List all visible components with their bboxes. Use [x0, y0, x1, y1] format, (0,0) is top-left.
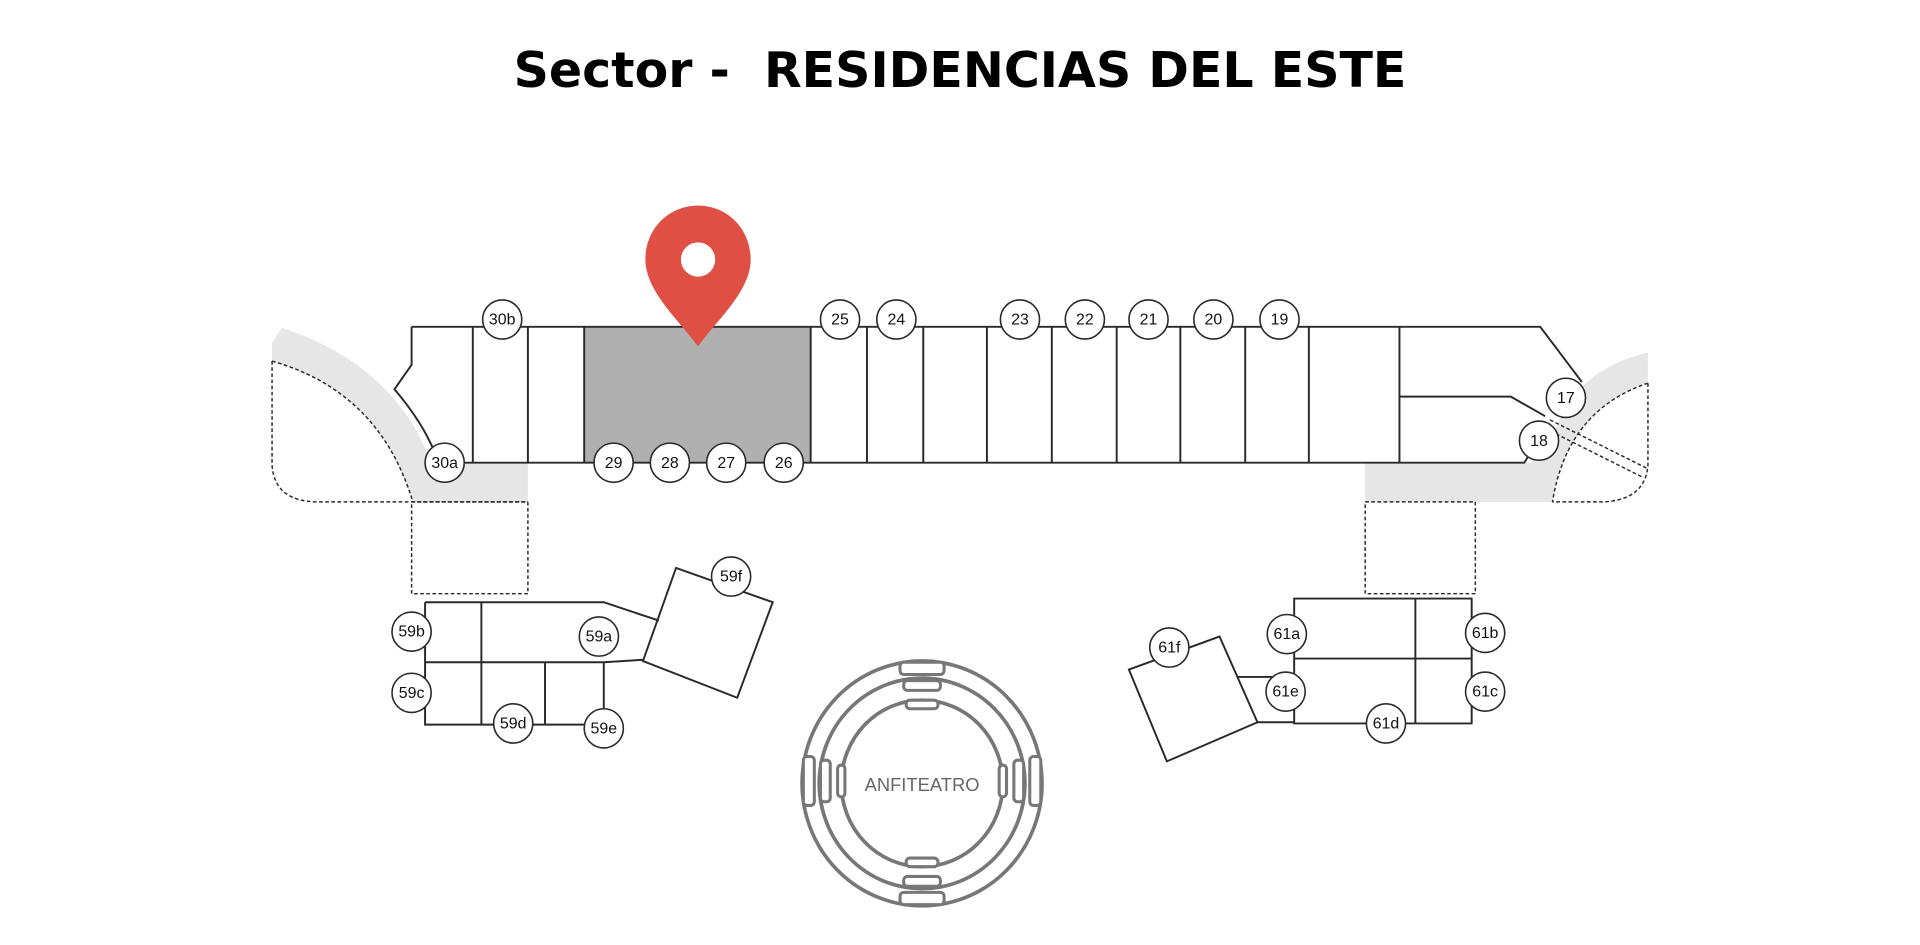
lot-marker-59e[interactable]: 59e [583, 707, 625, 749]
lot-marker-59f[interactable]: 59f [710, 556, 752, 597]
lot-number: 59c [399, 685, 425, 702]
amphitheater-label: ANFITEATRO [865, 774, 980, 795]
lot-marker-circle [819, 299, 861, 340]
lot-number: 18 [1530, 433, 1548, 450]
lot-marker-circle [875, 299, 917, 340]
lot-marker-23[interactable]: 23 [999, 299, 1041, 340]
lot-marker-27[interactable]: 27 [705, 442, 747, 484]
lot-marker-circle [1193, 299, 1234, 340]
lot-marker-circle [492, 703, 534, 744]
lot-number: 29 [605, 455, 623, 472]
lot-marker-circle [1464, 671, 1506, 712]
lot-marker-circle [649, 442, 691, 484]
lot-marker-circle [391, 611, 432, 653]
lot-marker-circle [1464, 612, 1506, 654]
lot-number: 19 [1271, 312, 1289, 329]
lot-number: 26 [775, 455, 793, 472]
lot-marker-29[interactable]: 29 [593, 442, 634, 484]
lot-number: 61e [1272, 684, 1299, 701]
page-title: Sector - RESIDENCIAS DEL ESTE [513, 42, 1407, 99]
lot-marker-17[interactable]: 17 [1545, 377, 1587, 419]
lot-marker-30b[interactable]: 30b [481, 299, 523, 340]
lot-marker-61b[interactable]: 61b [1464, 612, 1506, 654]
lot-marker-59d[interactable]: 59d [492, 703, 534, 744]
lot-number: 23 [1011, 312, 1029, 329]
lot-marker-59b[interactable]: 59b [391, 611, 432, 653]
lot-marker-circle [1128, 299, 1169, 340]
lot-marker-circle [1064, 299, 1106, 340]
lot-marker-59a[interactable]: 59a [578, 616, 620, 657]
lot-marker-circle [705, 442, 747, 484]
walkway-left [271, 328, 529, 595]
lot-marker-61d[interactable]: 61d [1365, 703, 1407, 744]
lot-number: 61d [1373, 716, 1400, 733]
walkway-right [1364, 352, 1649, 595]
lot-number: 27 [717, 455, 735, 472]
lot-number: 20 [1205, 312, 1223, 329]
lot-marker-30a[interactable]: 30a [424, 442, 466, 484]
lot-marker-circle [424, 442, 466, 484]
lot-number: 59e [591, 720, 618, 737]
selected-lot-highlight[interactable] [584, 326, 811, 463]
map-pin-icon [645, 205, 751, 347]
lot-marker-61a[interactable]: 61a [1266, 613, 1308, 655]
lot-number: 21 [1140, 312, 1158, 329]
lot-marker-circle [999, 299, 1041, 340]
lot-marker-circle [1365, 703, 1407, 744]
lot-marker-circle [1545, 377, 1587, 419]
lot-marker-circle [1518, 420, 1560, 462]
lot-marker-circle [391, 672, 432, 714]
lot-marker-circle [578, 616, 620, 657]
lot-marker-61f[interactable]: 61f [1148, 627, 1190, 668]
lot-number: 61f [1158, 640, 1181, 657]
lot-marker-circle [583, 707, 625, 749]
lot-marker-circle [1259, 299, 1300, 340]
lots-strip [393, 325, 1583, 464]
lot-marker-28[interactable]: 28 [649, 442, 691, 484]
lot-marker-circle [1265, 671, 1306, 712]
lot-number: 30b [489, 312, 516, 329]
lot-number: 22 [1076, 312, 1094, 329]
lot-number: 61a [1274, 626, 1301, 643]
lot-marker-21[interactable]: 21 [1128, 299, 1169, 340]
lot-number: 28 [661, 455, 679, 472]
lot-marker-circle [1266, 613, 1308, 655]
lot-marker-61c[interactable]: 61c [1464, 671, 1506, 712]
amphitheater[interactable]: ANFITEATRO [800, 659, 1044, 908]
lot-number: 30a [431, 455, 458, 472]
lot-number: 24 [887, 312, 905, 329]
lot-marker-circle [481, 299, 523, 340]
lot-number: 59d [500, 716, 527, 733]
lot-marker-20[interactable]: 20 [1193, 299, 1234, 340]
lot-number: 17 [1557, 390, 1575, 407]
lot-number: 61c [1472, 684, 1498, 701]
lot-marker-18[interactable]: 18 [1518, 420, 1560, 462]
lot-number: 59b [398, 624, 425, 641]
lot-marker-24[interactable]: 24 [875, 299, 917, 340]
lot-number: 25 [831, 312, 849, 329]
lot-marker-61e[interactable]: 61e [1265, 671, 1306, 712]
lot-marker-22[interactable]: 22 [1064, 299, 1106, 340]
lot-marker-circle [763, 442, 805, 484]
lot-number: 59f [720, 569, 743, 586]
lot-marker-25[interactable]: 25 [819, 299, 861, 340]
lot-number: 59a [586, 629, 613, 646]
lot-number: 61b [1472, 625, 1499, 642]
lot-marker-circle [593, 442, 634, 484]
lot-marker-26[interactable]: 26 [763, 442, 805, 484]
lot-marker-circle [710, 556, 752, 597]
lot-marker-59c[interactable]: 59c [391, 672, 432, 714]
lot-marker-circle [1148, 627, 1190, 668]
lot-marker-19[interactable]: 19 [1259, 299, 1300, 340]
